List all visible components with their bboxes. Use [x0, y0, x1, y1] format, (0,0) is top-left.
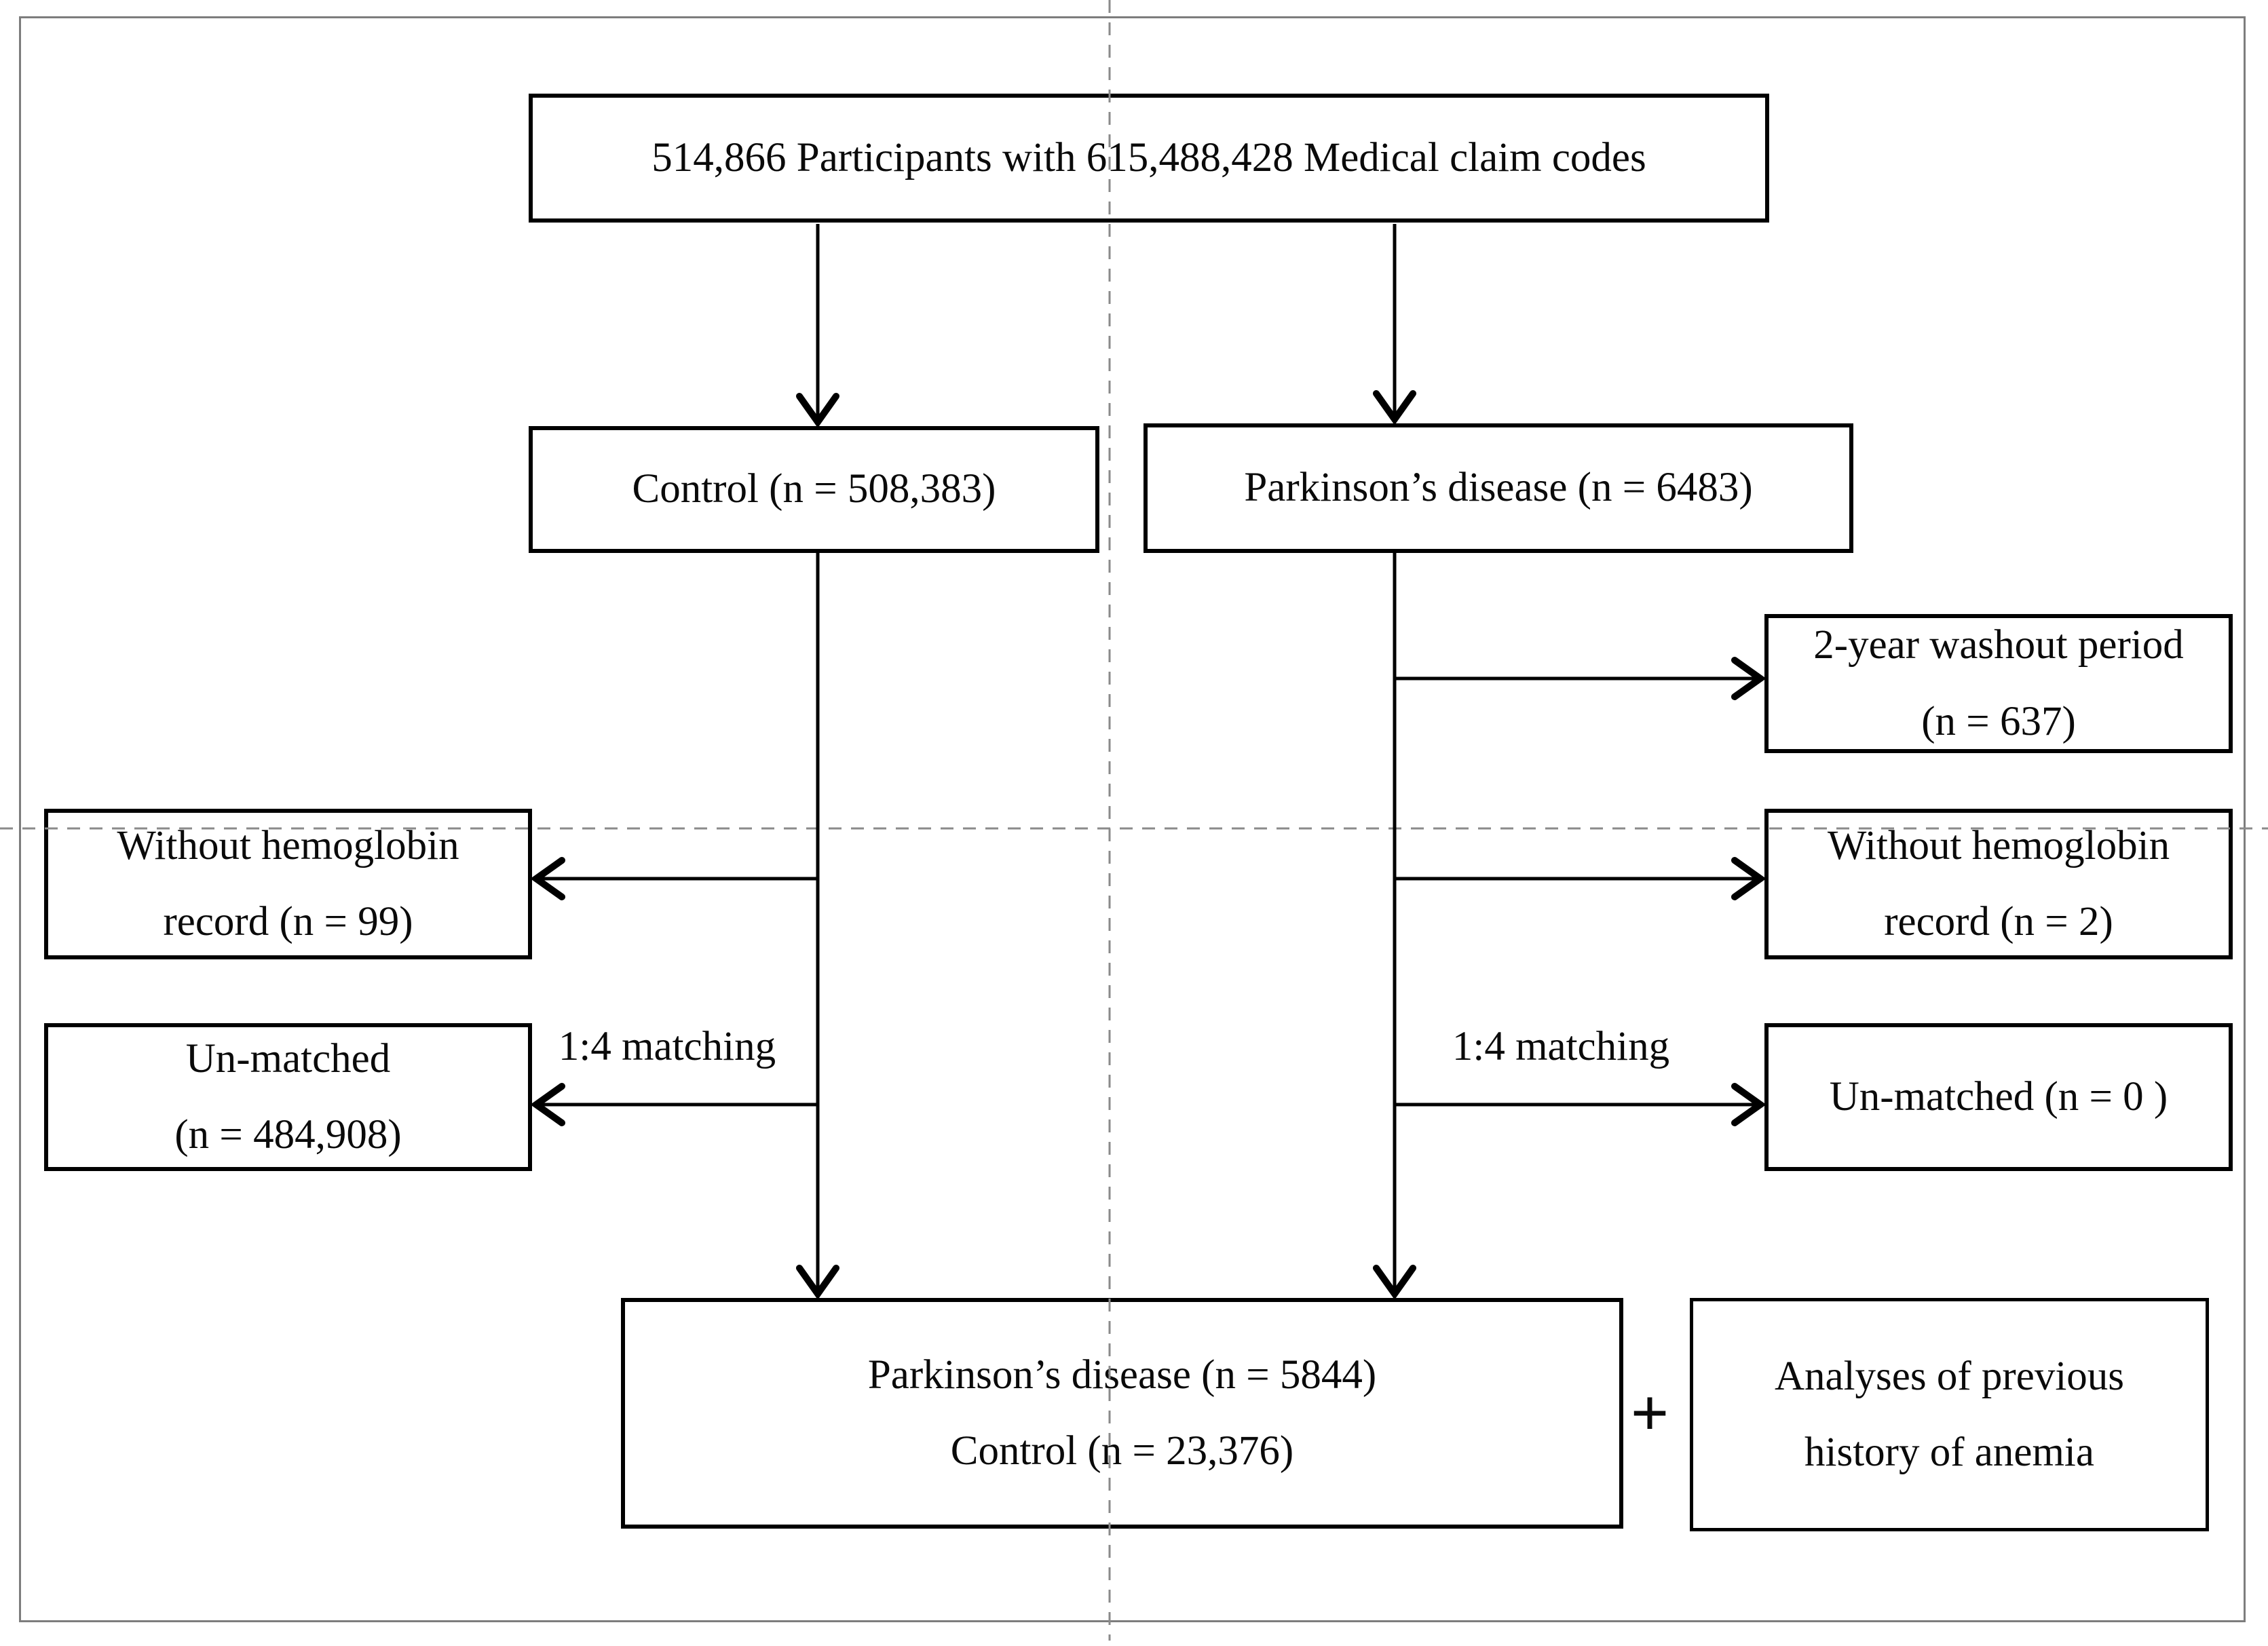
node-without-hemoglobin-pd: Without hemoglobin record (n = 2) [1764, 809, 2233, 959]
node-left-hemoglobin-line2: record (n = 99) [163, 899, 413, 944]
node-left-unmatched-line2: (n = 484,908) [174, 1112, 402, 1157]
node-washout-period: 2-year washout period (n = 637) [1764, 614, 2233, 753]
node-control: Control (n = 508,383) [529, 426, 1099, 553]
node-without-hemoglobin-control: Without hemoglobin record (n = 99) [44, 809, 532, 959]
node-right-hemoglobin-line2: record (n = 2) [1884, 899, 2113, 944]
node-right-hemoglobin-line1: Without hemoglobin [1827, 822, 2170, 868]
node-unmatched-control: Un-matched (n = 484,908) [44, 1023, 532, 1171]
node-participants-text: 514,866 Participants with 615,488,428 Me… [651, 134, 1646, 180]
node-washout-line1: 2-year washout period [1813, 622, 2184, 668]
node-washout-line2: (n = 637) [1921, 698, 2076, 744]
plus-icon: + [1630, 1375, 1669, 1451]
node-analyses-line1: Analyses of previous [1774, 1353, 2124, 1399]
page-border [19, 16, 2246, 1622]
node-analyses-line2: history of anemia [1804, 1430, 2094, 1475]
left-matching-label: 1:4 matching [558, 1024, 776, 1069]
node-final-cohort: Parkinson’s disease (n = 5844) Control (… [621, 1298, 1623, 1529]
node-parkinsons-text: Parkinson’s disease (n = 6483) [1244, 465, 1753, 511]
node-left-unmatched-line1: Un-matched [185, 1035, 391, 1082]
node-final-line1: Parkinson’s disease (n = 5844) [867, 1352, 1377, 1398]
node-anemia-analyses: Analyses of previous history of anemia [1690, 1298, 2209, 1531]
node-left-hemoglobin-line1: Without hemoglobin [117, 822, 459, 868]
node-control-text: Control (n = 508,383) [632, 466, 996, 512]
right-matching-label: 1:4 matching [1452, 1024, 1670, 1069]
node-parkinsons-disease: Parkinson’s disease (n = 6483) [1144, 423, 1853, 553]
node-participants: 514,866 Participants with 615,488,428 Me… [529, 94, 1769, 223]
node-unmatched-pd: Un-matched (n = 0 ) [1764, 1023, 2233, 1171]
node-right-unmatched-text: Un-matched (n = 0 ) [1829, 1073, 2168, 1119]
node-final-line2: Control (n = 23,376) [950, 1428, 1294, 1474]
